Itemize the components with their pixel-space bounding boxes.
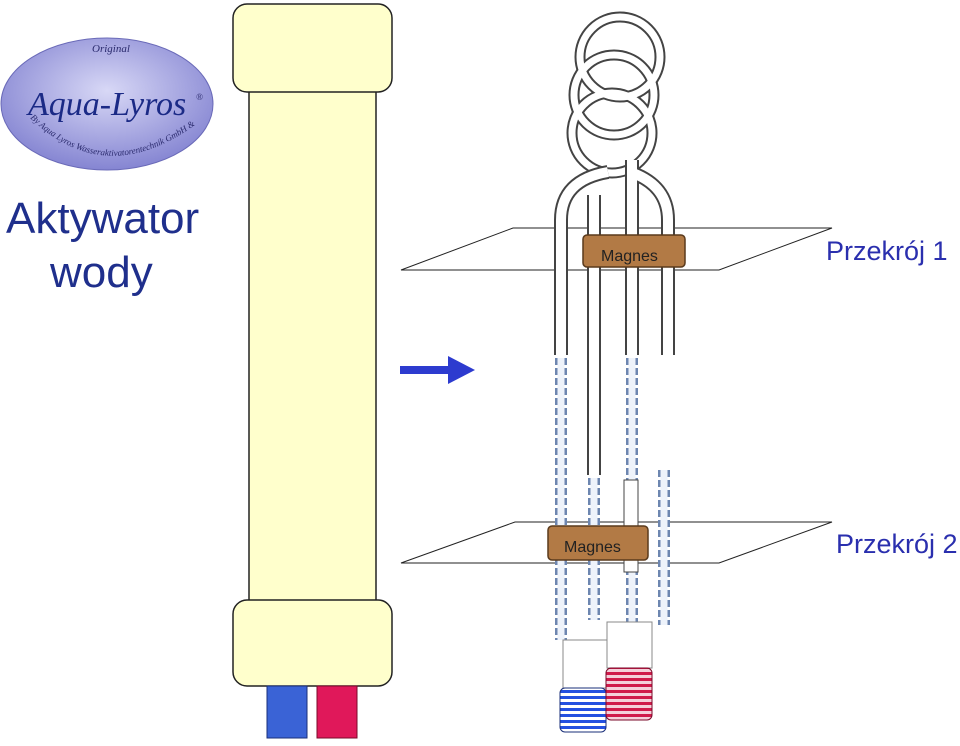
- magnet-2: Magnes: [547, 525, 649, 561]
- connector-blue: [559, 687, 607, 733]
- connector-white-left: [562, 639, 609, 689]
- arrow-right-icon: [400, 356, 475, 384]
- connector-red: [605, 667, 653, 721]
- logo-original-text: Original: [92, 43, 130, 55]
- title-line-1: Aktywator: [6, 194, 199, 243]
- pipe-red: [316, 685, 358, 739]
- magnet-1-label: Magnes: [601, 248, 658, 265]
- activator-cylinder: [232, 3, 393, 739]
- pipe-blue: [266, 685, 308, 739]
- aqua-lyros-logo: Original Aqua-Lyros ® By Aqua Lyros Wass…: [0, 0, 214, 171]
- magnet-1: Magnes: [582, 234, 686, 268]
- section-plane-2: [400, 521, 833, 564]
- section-label-1: Przekrój 1: [826, 236, 948, 266]
- logo-ellipse: [0, 37, 214, 171]
- rod-assembly: Magnes Magnes: [547, 11, 686, 733]
- connector-white-right: [606, 621, 653, 669]
- magnet-2-label: Magnes: [564, 539, 621, 556]
- logo-registered-mark: ®: [196, 92, 203, 102]
- section-label-2: Przekrój 2: [836, 529, 958, 559]
- cylinder-bottom-cap: [232, 599, 393, 687]
- logo-brand-text: Aqua-Lyros: [26, 86, 186, 123]
- title-line-2: wody: [49, 248, 153, 297]
- cylinder-top-cap: [232, 3, 393, 93]
- cylinder-body: [248, 87, 377, 613]
- section-plane-1: [400, 227, 833, 271]
